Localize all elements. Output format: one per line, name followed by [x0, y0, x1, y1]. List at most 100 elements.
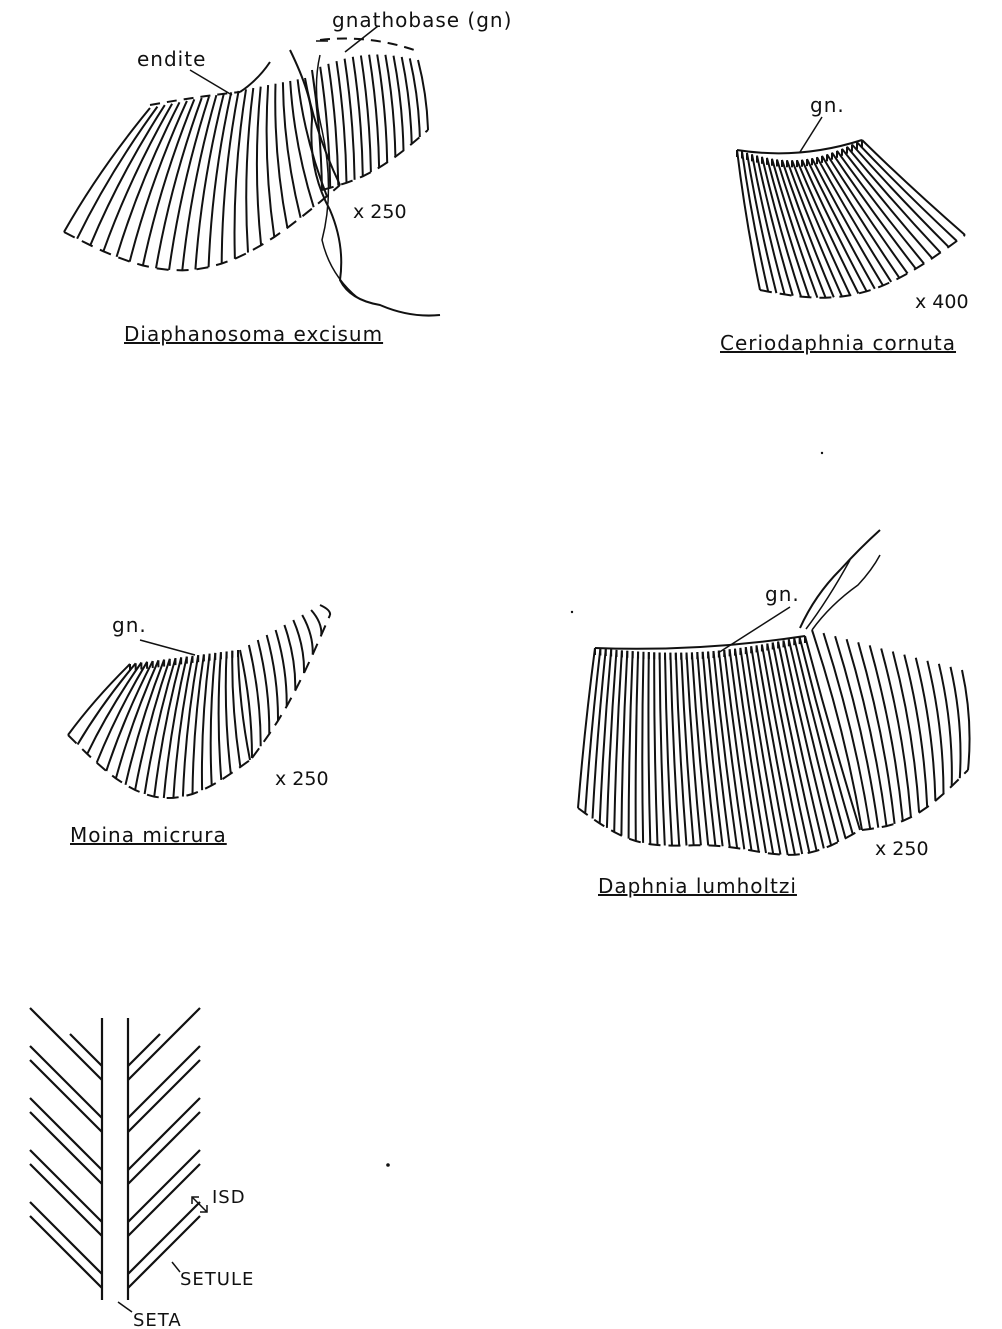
setule-right — [128, 1112, 200, 1184]
isd-arrow — [192, 1197, 207, 1212]
panel-daphnia: gn. x 250 Daphnia lumholtzi — [578, 530, 970, 898]
diaphanosoma-seta — [182, 95, 216, 270]
daphnia-right-seta — [893, 652, 919, 813]
endite-leader — [190, 70, 232, 95]
setules — [30, 1008, 200, 1288]
diaphanosoma-seta — [130, 101, 187, 262]
daphnia-seta — [794, 638, 845, 838]
setule-right-edge — [128, 1098, 200, 1170]
diaphanosoma-seta — [267, 85, 275, 237]
setule-right-edge — [128, 1034, 160, 1066]
gnathobase-label: gnathobase (gn) — [332, 8, 512, 32]
daphnia-magnification: x 250 — [875, 838, 929, 860]
daphnia-seta — [724, 650, 751, 851]
diaphanosoma-magnification: x 250 — [353, 201, 407, 223]
speck — [386, 1163, 390, 1167]
diaphanosoma-gnathobase-comb — [312, 55, 428, 191]
daphnia-right-seta — [962, 670, 970, 770]
diaphanosoma-endite-outline — [150, 92, 240, 105]
diaphanosoma-seta — [117, 102, 180, 256]
daphnia-seta — [642, 652, 643, 843]
diaphanosoma-species-name: Diaphanosoma excisum — [124, 322, 383, 346]
setule-right — [128, 1008, 200, 1080]
daphnia-gn-label: gn. — [765, 582, 800, 606]
panel-seta-schematic — [30, 1008, 207, 1312]
daphnia-seta — [648, 652, 650, 844]
diaphanosoma-seta — [235, 89, 246, 258]
diaphanosoma-endite-comb — [64, 78, 340, 270]
endite-label: endite — [137, 47, 206, 71]
moina-magnification: x 250 — [275, 768, 329, 790]
setule-left — [30, 1008, 102, 1080]
setule-left-edge — [30, 1098, 102, 1170]
diaphanosoma-endite-outline-2 — [240, 62, 270, 92]
moina-right-seta — [302, 615, 313, 655]
speck — [821, 452, 823, 454]
diaphanosoma-outline — [64, 185, 340, 270]
moina-right-outline — [252, 615, 330, 758]
moina-seta — [106, 661, 152, 771]
moina-seta — [97, 662, 147, 763]
ceriodaphnia-seta — [862, 140, 965, 235]
setule-left — [30, 1164, 102, 1236]
ceriodaphnia-seta — [737, 150, 760, 290]
setule-label: SETULE — [180, 1269, 254, 1290]
daphnia-seta — [719, 651, 745, 850]
moina-right-seta — [320, 605, 330, 615]
ceriodaphnia-gn-label: gn. — [810, 93, 845, 117]
setule-left-edge — [30, 1046, 102, 1118]
moina-species-name: Moina micrura — [70, 823, 227, 847]
daphnia-seta — [660, 653, 665, 846]
seta-label: SETA — [133, 1310, 182, 1329]
setule-left — [30, 1216, 102, 1288]
setule-left-edge — [30, 1202, 102, 1274]
setule-right — [128, 1164, 200, 1236]
setule-right-edge — [128, 1202, 200, 1274]
daphnia-species-name: Daphnia lumholtzi — [598, 874, 797, 898]
daphnia-right-seta — [881, 649, 911, 818]
moina-seta — [211, 653, 216, 786]
isd-label: ISD — [212, 1187, 246, 1208]
diaphanosoma-seta — [275, 84, 287, 228]
panel-ceriodaphnia: gn. x 400 Ceriodaphnia cornuta — [720, 93, 969, 355]
daphnia-seta — [654, 652, 657, 845]
moina-right-seta — [311, 610, 321, 635]
panel-diaphanosoma: endite gnathobase (gn) x 250 Diaphanosom… — [64, 8, 512, 346]
moina-seta — [87, 663, 141, 754]
setule-left — [30, 1060, 102, 1132]
moina-seta — [135, 659, 170, 790]
speck — [571, 611, 573, 613]
daphnia-seta — [629, 651, 633, 838]
daphnia-seta — [600, 650, 612, 824]
daphnia-seta — [636, 652, 638, 842]
moina-seta — [226, 652, 231, 774]
ceriodaphnia-seta — [857, 142, 957, 241]
moina-seta — [78, 663, 136, 744]
setule-right-edge — [128, 1150, 200, 1222]
setule-left-edge — [70, 1034, 102, 1066]
setule-right-edge — [128, 1046, 200, 1118]
daphnia-seta — [621, 651, 627, 836]
ceriodaphnia-gn-leader — [800, 117, 822, 152]
setule-left-edge — [30, 1150, 102, 1222]
ceriodaphnia-species-name: Ceriodaphnia cornuta — [720, 331, 956, 355]
ceriodaphnia-seta — [852, 145, 949, 247]
seta-leader — [118, 1302, 132, 1312]
setule-left — [30, 1112, 102, 1184]
daphnia-spine-3 — [806, 560, 850, 629]
diaphanosoma-gnathobase-outline — [320, 39, 420, 53]
setule-leader — [172, 1262, 180, 1272]
diaphanosoma-seta — [246, 88, 253, 253]
moina-gn-leader — [140, 640, 195, 655]
diaphanosoma-seta — [77, 107, 157, 239]
setule-right — [128, 1060, 200, 1132]
moina-gn-label: gn. — [112, 613, 147, 637]
panel-moina: gn. x 250 Moina micrura — [68, 605, 330, 847]
diaphanosoma-seta — [209, 92, 232, 267]
diaphanosoma-seta — [257, 87, 261, 246]
ceriodaphnia-comb — [737, 140, 965, 298]
daphnia-right-seta — [939, 664, 952, 786]
moina-seta — [219, 652, 222, 780]
moina-seta — [202, 654, 210, 791]
